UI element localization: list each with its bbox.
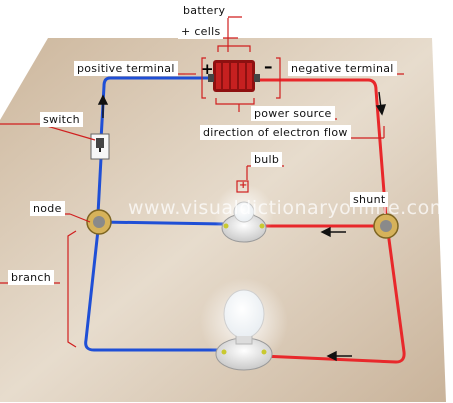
node-label: node bbox=[30, 201, 65, 216]
watermark: www.visualdictionaryonline.com bbox=[128, 197, 449, 219]
battery-label: battery bbox=[180, 3, 229, 18]
direction-of-electron-flow-label: direction of electron flow bbox=[200, 125, 351, 140]
branch-label: branch bbox=[8, 270, 55, 285]
plus-sign: + bbox=[201, 60, 214, 78]
negative-terminal-label: negative terminal bbox=[288, 61, 397, 76]
bulb-plus-sign: + bbox=[239, 180, 248, 191]
electron-flow-arrows bbox=[97, 91, 387, 362]
bulb-label: bulb bbox=[251, 152, 283, 167]
shunt-label: shunt bbox=[350, 192, 389, 207]
positive-terminal-label: positive terminal bbox=[74, 61, 178, 76]
minus-sign: – bbox=[264, 57, 273, 77]
top-bulb bbox=[214, 184, 274, 244]
power-source-label: power source bbox=[251, 106, 335, 121]
switch-component bbox=[90, 133, 110, 160]
cells-label: + cells bbox=[178, 24, 224, 39]
bottom-bulb bbox=[200, 278, 288, 371]
left-node bbox=[86, 209, 112, 235]
battery-component bbox=[208, 60, 260, 92]
negative-wire bbox=[256, 78, 406, 364]
switch-label: switch bbox=[40, 112, 83, 127]
positive-wire bbox=[84, 76, 226, 352]
